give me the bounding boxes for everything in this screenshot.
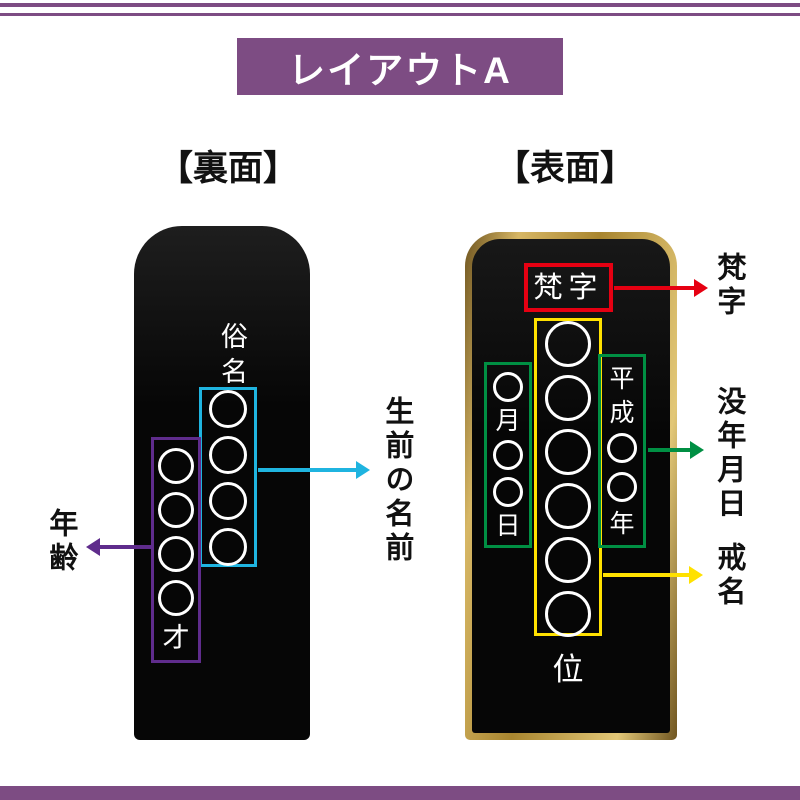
arrow-head-icon — [694, 279, 708, 297]
era-year-box: 平成年 — [598, 354, 646, 548]
name-slot-box — [199, 387, 257, 567]
back-tablet: 俗名 才 — [134, 226, 310, 740]
character-slot-circle — [158, 448, 194, 485]
character-slot-circle — [493, 371, 523, 402]
arrow-shaft — [100, 545, 152, 549]
arrow-shaft — [648, 448, 690, 452]
death-date-callout-label: 没年月日 — [712, 386, 745, 522]
arrow-head-icon — [690, 441, 704, 459]
top-accent-line — [0, 3, 800, 7]
arrow-shaft — [603, 573, 689, 577]
character-slot-circle — [545, 591, 591, 637]
zokumyo-label: 俗名 — [216, 322, 247, 392]
character-slot-circle — [545, 321, 591, 367]
front-tablet: 梵字 月日 平成年 位 — [465, 232, 677, 740]
death-date-callout-arrow — [648, 441, 704, 459]
bonji-box: 梵字 — [524, 263, 613, 312]
arrow-head-icon — [356, 461, 370, 479]
month-day-box: 月日 — [484, 362, 532, 548]
character-slot-circle — [158, 536, 194, 573]
name-callout-arrow — [258, 461, 370, 479]
character-slot-circle — [545, 429, 591, 475]
page-title: レイアウトA — [288, 49, 512, 91]
back-panel-heading: 【裏面】 — [157, 149, 298, 188]
date-kanji-char: 月 — [495, 406, 521, 436]
character-slot-circle — [545, 483, 591, 529]
character-slot-circle — [545, 537, 591, 583]
kaimyo-callout-arrow — [603, 566, 703, 584]
character-slot-circle — [607, 433, 637, 464]
age-slot-box: 才 — [151, 437, 201, 663]
age-callout-label: 年齢 — [44, 508, 77, 576]
name-slot-circles — [209, 390, 247, 566]
character-slot-circle — [493, 439, 523, 470]
name-callout-label: 生前の名前 — [380, 396, 413, 566]
bonji-callout-arrow — [614, 279, 708, 297]
front-panel-heading: 【表面】 — [494, 149, 635, 188]
character-slot-circle — [209, 390, 247, 428]
top-accent-line-2 — [0, 13, 800, 16]
character-slot-circle — [607, 472, 637, 503]
character-slot-circle — [209, 436, 247, 474]
date-kanji-char: 日 — [495, 511, 521, 541]
bonji-callout-label: 梵字 — [712, 252, 745, 320]
rank-label: 位 — [552, 652, 584, 688]
character-slot-circle — [158, 580, 194, 617]
front-tablet-face: 梵字 月日 平成年 位 — [472, 239, 670, 733]
arrow-shaft — [258, 468, 356, 472]
character-slot-circle — [545, 375, 591, 421]
kaimyo-callout-label: 戒名 — [712, 542, 745, 610]
bottom-accent-bar — [0, 786, 800, 800]
arrow-shaft — [614, 286, 694, 290]
character-slot-circle — [493, 476, 523, 507]
page-title-band: レイアウトA — [237, 38, 563, 95]
arrow-head-icon — [689, 566, 703, 584]
date-kanji-char: 成 — [609, 397, 635, 427]
bonji-text: 梵字 — [533, 270, 604, 304]
date-kanji-char: 年 — [609, 509, 635, 539]
age-slot-circles — [158, 448, 194, 617]
character-slot-circle — [209, 528, 247, 566]
age-callout-arrow — [86, 538, 152, 556]
arrow-head-icon — [86, 538, 100, 556]
date-kanji-char: 平 — [609, 363, 635, 393]
kaimyo-slot-circles — [545, 321, 591, 637]
age-unit-label: 才 — [162, 622, 190, 654]
kaimyo-slot-box — [534, 318, 602, 637]
character-slot-circle — [158, 492, 194, 529]
character-slot-circle — [209, 482, 247, 520]
